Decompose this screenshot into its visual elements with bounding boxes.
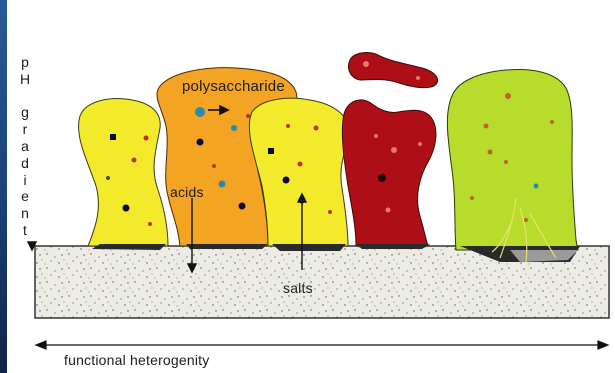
base-shadow [186,244,268,249]
colony-yellow-left [79,99,168,246]
base-shadow [356,244,430,249]
functional-heterogeneity-label: functional heterogenity [64,352,209,368]
polysaccharide-label: polysaccharide [182,78,285,95]
colony-dark-red [342,100,436,246]
base-shadow [92,244,166,250]
base-shadow [272,244,346,251]
functional-heterogeneity-arrow [36,341,608,349]
colony-dark-red-fragment [348,53,437,88]
colony-light-green [447,70,578,250]
acids-label: acids [170,184,204,200]
salts-label: salts [283,280,313,296]
